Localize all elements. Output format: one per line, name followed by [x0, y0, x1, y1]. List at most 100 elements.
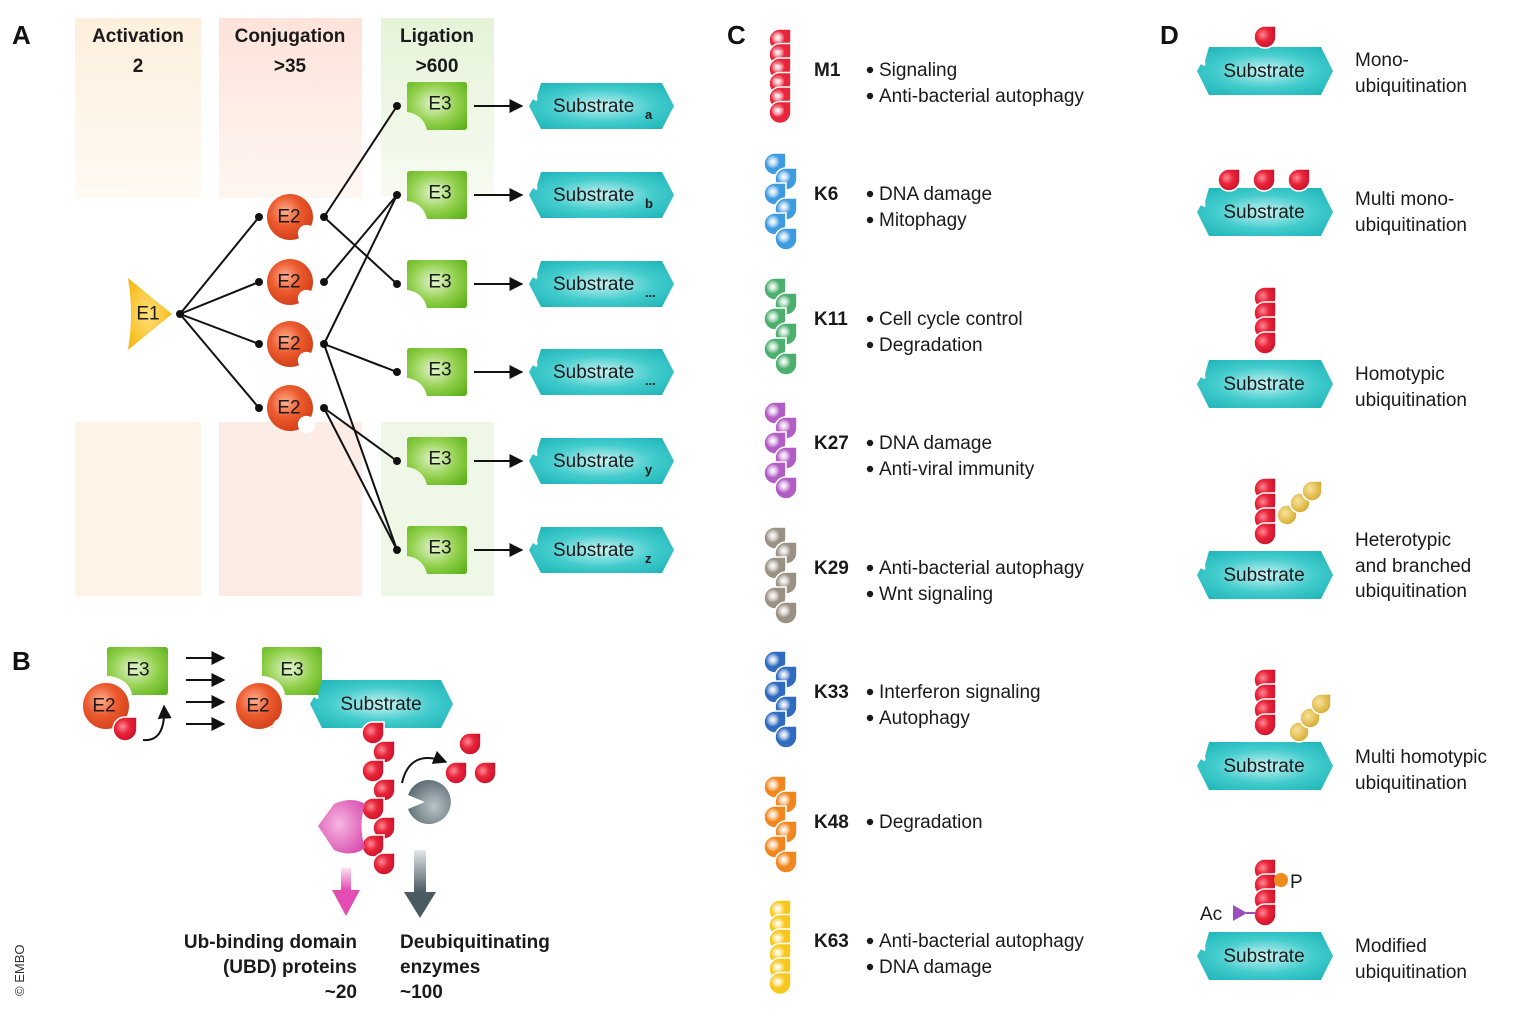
dub-caption-line2: enzymes [400, 957, 480, 978]
e3-label: E3 [428, 94, 451, 115]
substrate-index: ... [645, 373, 656, 388]
chain-function: Autophagy [879, 708, 970, 729]
type-label: ubiquitination [1355, 773, 1467, 794]
chain-label: K29 [814, 558, 849, 579]
bullet-icon [866, 341, 874, 349]
e3-label: E3 [428, 272, 451, 293]
bullet-icon [866, 465, 874, 473]
release-arrow-icon [401, 750, 448, 784]
chain-function: Anti-bacterial autophagy [879, 931, 1084, 952]
chain-label: K33 [814, 682, 849, 703]
bullet-icon [866, 818, 874, 826]
bullet-icon [866, 714, 874, 722]
bullet-icon [866, 590, 874, 598]
chain-function: Degradation [879, 812, 983, 833]
link-dot [393, 368, 401, 376]
ubiquitin-icon [361, 759, 385, 783]
chain-function: Anti-viral immunity [879, 459, 1035, 480]
ubiquitin-icon [774, 850, 798, 874]
e2-label: E2 [277, 334, 300, 355]
e2-label: E2 [246, 696, 269, 717]
link-dot [393, 191, 401, 199]
e3-enzyme: E3 [407, 437, 467, 485]
e3-enzyme: E3 [407, 348, 467, 396]
ubd-caption-line2: (UBD) proteins [223, 957, 357, 978]
substrate: Substrate a [529, 83, 674, 129]
substrate-label: Substrate [553, 451, 634, 472]
column-activation: Activation 2 [75, 18, 201, 596]
ubiquitin-icon [1253, 522, 1277, 546]
e2-e3-link [323, 407, 398, 462]
panel-c-letter: C [727, 20, 746, 50]
e3-label: E3 [126, 660, 149, 681]
e1-e2-link [179, 281, 260, 315]
e2-e3-link [323, 194, 398, 283]
substrate-index: a [645, 107, 653, 122]
e3-label: E3 [280, 660, 303, 681]
chain-function: DNA damage [879, 433, 992, 454]
link-dot [393, 102, 401, 110]
ubiquitin-icon [361, 834, 385, 858]
link-dot [255, 213, 263, 221]
type-label: Modified [1355, 936, 1427, 957]
column-ligation-count: >600 [416, 56, 459, 77]
e3-label: E3 [428, 538, 451, 559]
panel-a: A Activation 2 Conjugation >35 Ligation … [12, 18, 674, 596]
link-dot [255, 340, 263, 348]
e3-e2-substrate-complex: E3 E2 Substrate [234, 647, 453, 733]
column-activation-title: Activation [92, 26, 184, 47]
e3-enzyme: E3 [407, 260, 467, 308]
chain-function: Anti-bacterial autophagy [879, 86, 1084, 107]
substrate-label: Substrate [1223, 946, 1304, 967]
chain-function: DNA damage [879, 957, 992, 978]
substrate: Substrate... [529, 349, 674, 395]
dub-caption: Deubiquitinating enzymes ~100 [400, 932, 550, 1003]
e3-enzyme-b2: E3 [262, 647, 322, 695]
substrate-index: z [645, 551, 652, 566]
ubiquitin-icon [1310, 693, 1332, 715]
e3-label: E3 [428, 449, 451, 470]
e2-e3-link [323, 343, 398, 551]
bullet-icon [866, 190, 874, 198]
substrate-label: Substrate [553, 362, 634, 383]
panel-b-letter: B [12, 646, 31, 676]
bullet-icon [866, 439, 874, 447]
ubiquitin-icon [1287, 168, 1311, 192]
ubd-protein [318, 800, 365, 854]
e1-enzyme: E1 [128, 278, 172, 350]
ubiquitin-icon [768, 971, 792, 996]
chain-label: K63 [814, 931, 849, 952]
substrate-label: Substrate [553, 185, 634, 206]
column-conjugation: Conjugation >35 [219, 18, 362, 596]
type-label: Heterotypic [1355, 530, 1451, 551]
link-dot [255, 278, 263, 286]
bullet-icon [866, 216, 874, 224]
copyright: © EMBO [12, 945, 27, 996]
link-dot [255, 404, 263, 412]
phospho-label: P [1290, 872, 1303, 893]
type-label: ubiquitination [1355, 390, 1467, 411]
chain-label: M1 [814, 60, 841, 81]
chain-label: K27 [814, 433, 849, 454]
ubiquitin-icon [774, 227, 798, 251]
e3-enzyme: E3 [407, 82, 467, 130]
dub-enzyme [408, 779, 451, 824]
type-label: Mono- [1355, 50, 1409, 71]
ubiquitin-icon [458, 732, 482, 756]
type-label: Multi mono- [1355, 189, 1454, 210]
ubiquitin-icon [1253, 903, 1277, 927]
dub-arrow-icon [404, 850, 436, 918]
ubiquitin-icon [768, 100, 792, 125]
e2-label: E2 [92, 696, 115, 717]
column-activation-count: 2 [133, 56, 144, 77]
type-label: ubiquitination [1355, 76, 1467, 97]
substrate-label: Substrate [553, 96, 634, 117]
ubiquitination-types: SubstrateMono-ubiquitinationSubstrateMul… [1197, 25, 1487, 983]
e2-e3-link [323, 216, 398, 285]
substrate: Substrate... [529, 261, 674, 307]
